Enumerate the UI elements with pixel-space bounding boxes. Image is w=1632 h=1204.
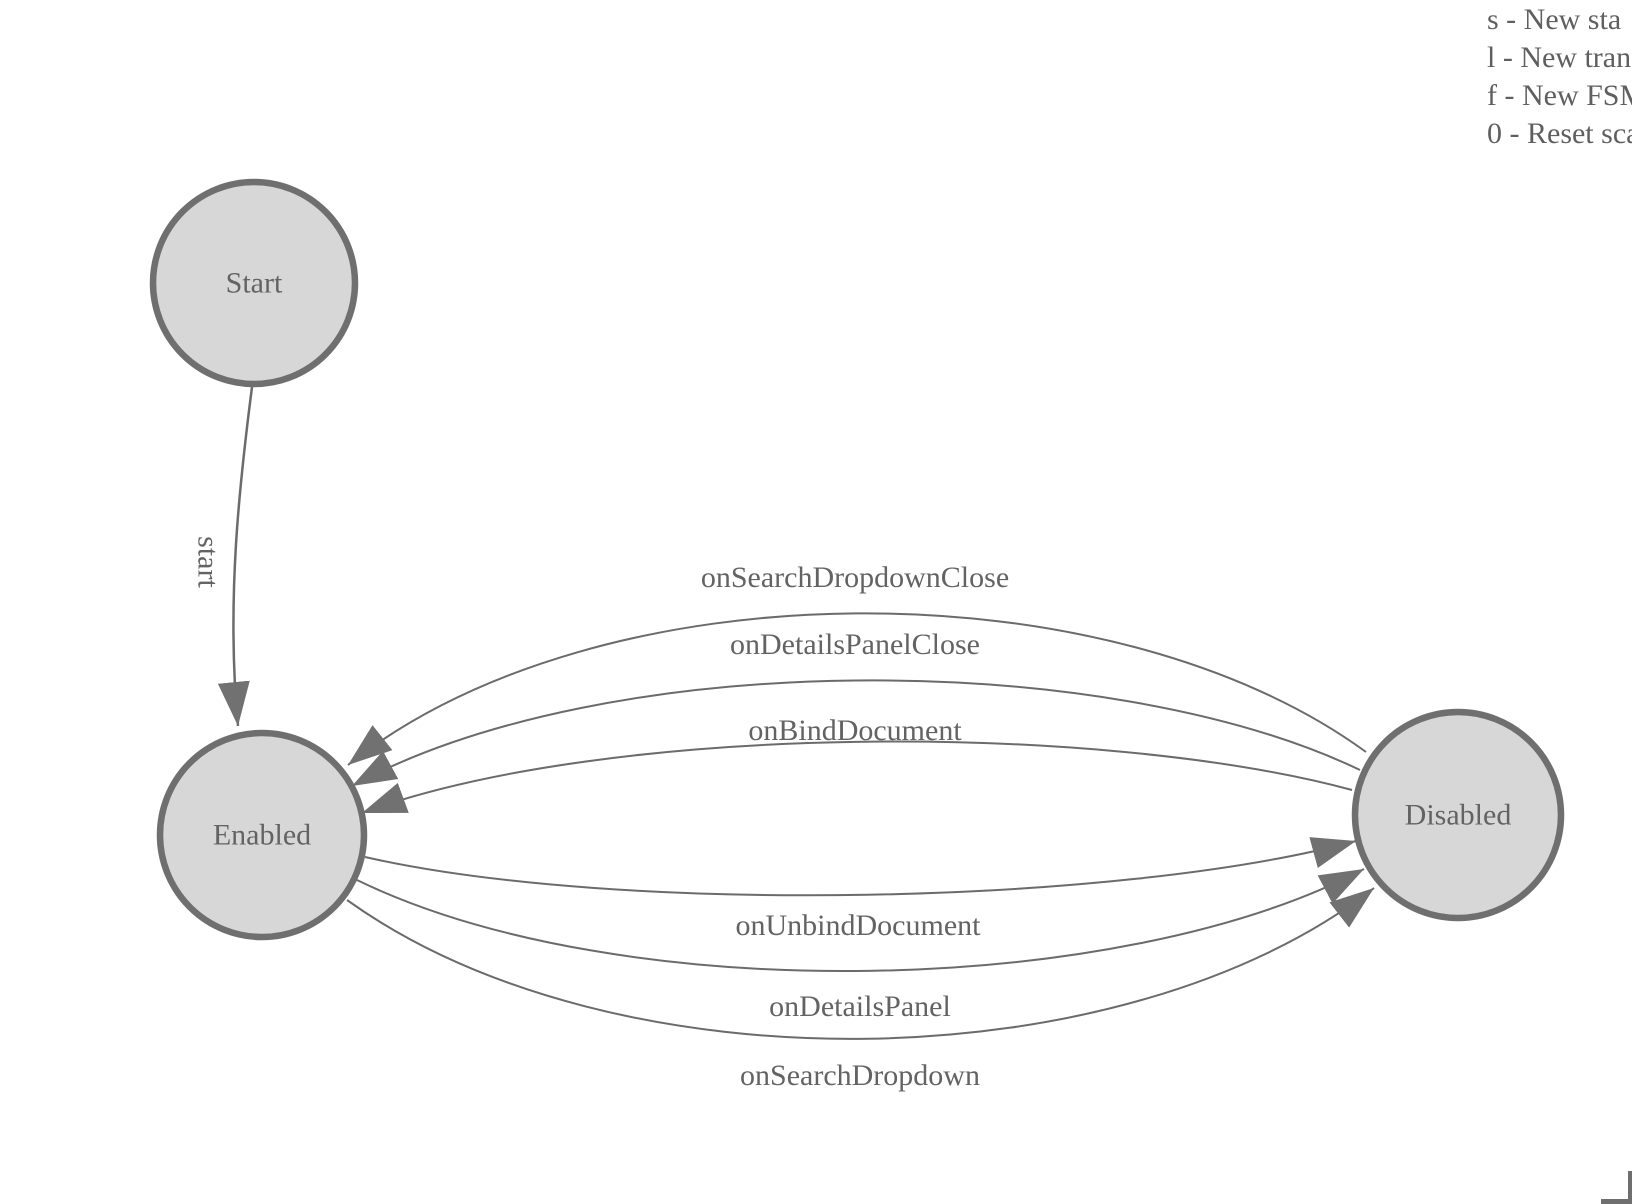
state-label-start: Start — [226, 267, 283, 300]
state-disabled[interactable]: Disabled — [1351, 708, 1565, 922]
transition-onUnbindDocument[interactable] — [364, 837, 1357, 897]
transition-label-onSearchDropdownClose: onSearchDropdownClose — [701, 561, 1009, 594]
transition-label-onSearchDropdown: onSearchDropdown — [740, 1059, 980, 1092]
state-label-disabled: Disabled — [1405, 799, 1512, 832]
transition-onBindDocument[interactable] — [361, 740, 1353, 814]
legend-line: s - New sta — [1487, 3, 1622, 36]
transition-start[interactable] — [217, 386, 254, 727]
transition-label-onUnbindDocument: onUnbindDocument — [736, 909, 982, 942]
transition-onSearchDropdownClose[interactable] — [347, 612, 1367, 766]
state-label-enabled: Enabled — [213, 819, 311, 852]
transition-label-onDetailsPanelClose: onDetailsPanelClose — [730, 628, 980, 661]
transition-label-onDetailsPanel: onDetailsPanel — [769, 990, 951, 1023]
shortcut-legend: s - New sta l - New tran f - New FSM 0 -… — [1487, 1, 1632, 153]
transition-label-start: start — [192, 536, 225, 588]
transition-onSearchDropdown[interactable] — [346, 887, 1375, 1040]
legend-line: 0 - Reset sca — [1487, 117, 1632, 150]
transition-onDetailsPanelClose[interactable] — [351, 679, 1361, 787]
legend-line: f - New FSM — [1487, 79, 1632, 112]
corner-bracket — [1601, 1171, 1632, 1204]
transition-onDetailsPanel[interactable] — [356, 868, 1365, 973]
legend-line: l - New tran — [1487, 41, 1632, 74]
transition-label-onBindDocument: onBindDocument — [748, 714, 962, 747]
state-start[interactable]: Start — [149, 178, 359, 388]
state-enabled[interactable]: Enabled — [156, 729, 368, 941]
